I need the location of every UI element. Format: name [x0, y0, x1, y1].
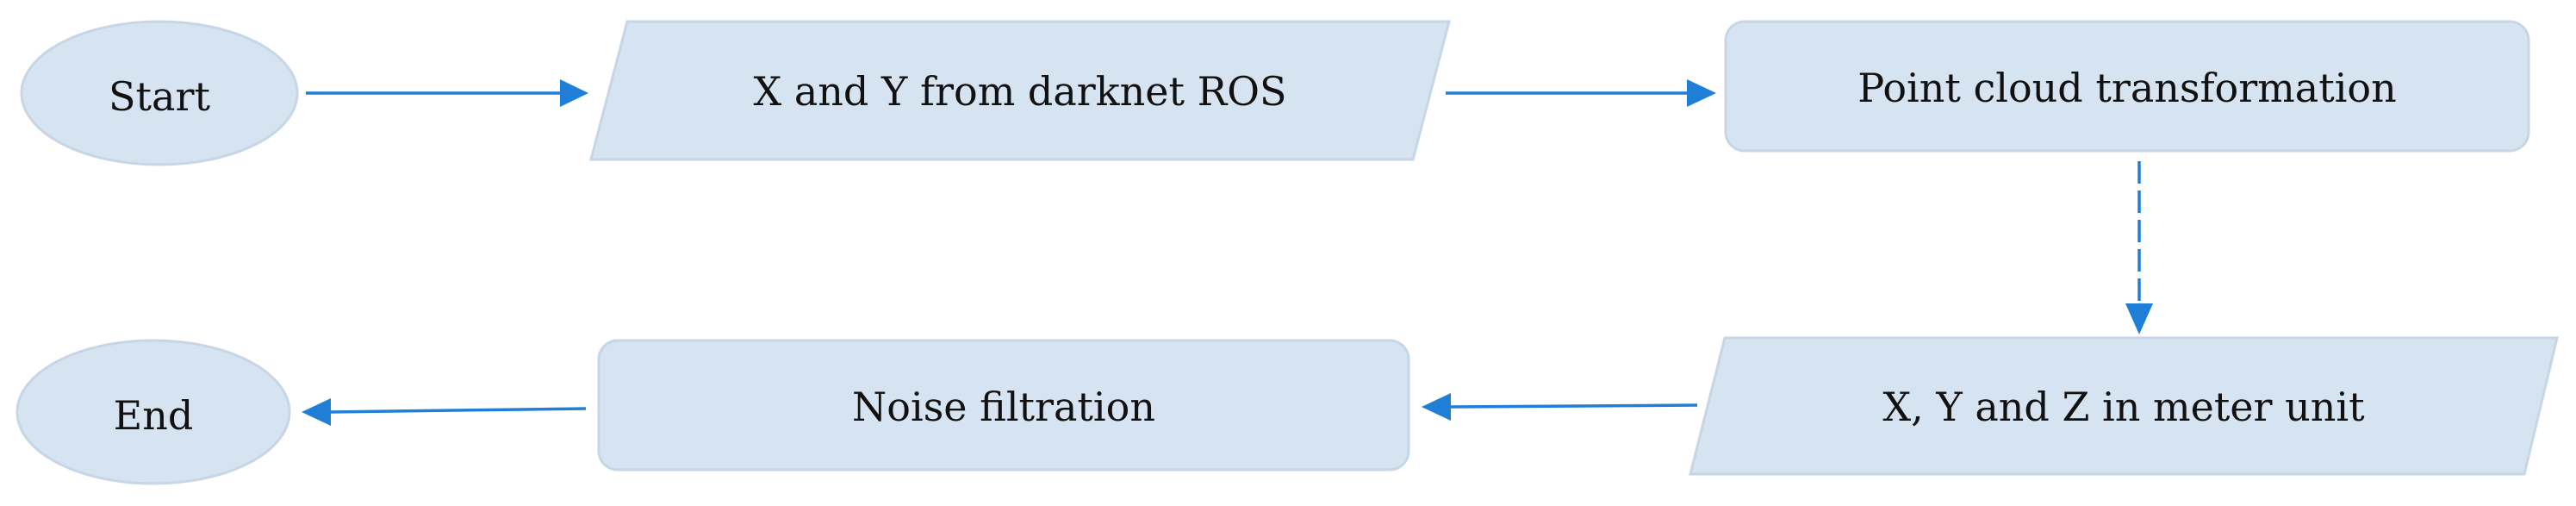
- noise-filtration-node: Noise filtration: [597, 339, 1410, 472]
- arrow-input-to-pointcloud: [1446, 79, 1716, 107]
- arrow-noise-to-end: [302, 398, 587, 426]
- start-ellipse: [20, 20, 299, 166]
- noise-filtration-label: Noise filtration: [852, 384, 1155, 430]
- xyz-meter-node: X, Y and Z in meter unit: [1689, 336, 2559, 476]
- end-ellipse: [16, 339, 291, 485]
- arrow-xyz-to-noise: [1422, 393, 1698, 421]
- end-node: End: [16, 339, 291, 485]
- input-xy-node: X and Y from darknet ROS: [589, 20, 1451, 161]
- arrow-start-to-input: [306, 79, 588, 107]
- start-label: Start: [109, 73, 210, 120]
- arrow-pointcloud-to-xyz: [2125, 161, 2153, 334]
- point-cloud-node: Point cloud transformation: [1724, 20, 2530, 153]
- point-cloud-box: [1724, 20, 2530, 153]
- input-xy-parallelogram: [589, 20, 1451, 161]
- xyz-meter-parallelogram: [1689, 336, 2559, 476]
- xyz-meter-label: X, Y and Z in meter unit: [1882, 384, 2365, 430]
- start-node: Start: [20, 20, 299, 166]
- noise-filtration-box: [597, 339, 1410, 472]
- point-cloud-label: Point cloud transformation: [1857, 65, 2397, 111]
- end-label: End: [114, 392, 194, 439]
- input-xy-label: X and Y from darknet ROS: [754, 68, 1287, 115]
